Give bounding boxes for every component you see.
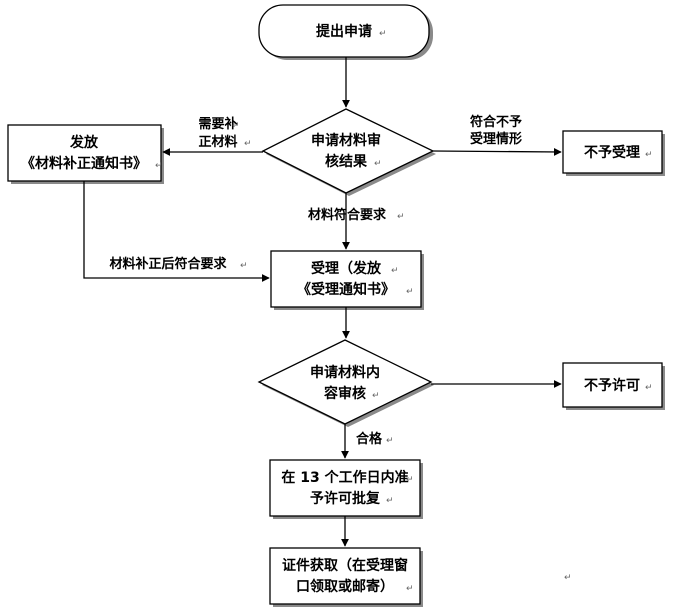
not-permitted-label: 不予许可 — [584, 377, 640, 394]
paragraph-mark: ↵ — [372, 391, 380, 401]
certificate-label-line1: 证件获取（在受理窗 — [282, 557, 408, 574]
not-permitted-node: 不予许可 — [562, 362, 665, 410]
edge-label-qualified: 合格 — [356, 431, 383, 447]
paragraph-mark: ↵ — [406, 287, 414, 297]
approve-node: 在 13 个工作日内准 予许可批复 — [269, 459, 423, 519]
accept-label-line1: 受理（发放 — [311, 260, 382, 277]
paragraph-mark: ↵ — [379, 29, 387, 39]
paragraph-mark: ↵ — [645, 383, 653, 393]
review-materials-label-line2: 核结果 — [325, 153, 368, 170]
content-review-decision: 申请材料内 容审核 — [257, 339, 434, 427]
start-node: 提出申请 — [258, 4, 433, 60]
certificate-label-line2: 口领取或邮寄） — [296, 578, 394, 595]
correction-notice-label-line1: 发放 — [69, 134, 99, 151]
review-materials-label-line1: 申请材料审 — [311, 132, 381, 149]
paragraph-mark: ↵ — [155, 161, 163, 171]
edge-label-rejection-line2: 受理情形 — [470, 131, 522, 147]
edge-correction-to-accept — [83, 181, 270, 282]
accept-node: 受理（发放 《受理通知书》 — [270, 250, 424, 310]
not-accepted-node: 不予受理 — [562, 130, 665, 176]
edge-label-corrected-ok: 材料补正后符合要求 — [109, 256, 227, 272]
paragraph-mark: ↵ — [232, 121, 240, 131]
paragraph-mark: ↵ — [406, 475, 414, 485]
edge-label-needs-correction-line2: 正材料 — [198, 134, 237, 150]
paragraph-mark: ↵ — [397, 212, 405, 222]
paragraph-mark: ↵ — [406, 584, 414, 594]
review-materials-decision: 申请材料审 核结果 — [261, 108, 436, 196]
content-review-label-line2: 容审核 — [323, 385, 366, 402]
paragraph-mark: ↵ — [244, 139, 252, 149]
correction-notice-node: 发放 《材料补正通知书》 — [7, 124, 164, 184]
paragraph-mark: ↵ — [374, 159, 382, 169]
approve-label-line2: 予许可批复 — [310, 490, 381, 507]
correction-notice-label-line2: 《材料补正通知书》 — [21, 155, 147, 172]
edge-label-needs-correction-line1: 需要补 — [198, 116, 237, 132]
edge-review-to-not-accepted — [432, 147, 562, 156]
approve-label-line1: 在 13 个工作日内准 — [281, 469, 408, 486]
paragraph-mark: ↵ — [391, 266, 399, 276]
content-review-label-line1: 申请材料内 — [310, 364, 380, 381]
not-accepted-label: 不予受理 — [584, 144, 640, 161]
paragraph-mark: ↵ — [240, 261, 248, 271]
paragraph-mark: ↵ — [645, 150, 653, 160]
paragraph-mark: ↵ — [386, 496, 394, 506]
certificate-node: 证件获取（在受理窗 口领取或邮寄） — [269, 547, 423, 607]
accept-label-line2: 《受理通知书》 — [297, 281, 395, 298]
paragraph-mark: ↵ — [564, 573, 572, 583]
start-label: 提出申请 — [316, 23, 372, 40]
edge-label-materials-ok: 材料符合要求 — [308, 207, 387, 223]
paragraph-mark: ↵ — [386, 436, 394, 446]
edge-label-rejection-line1: 符合不予 — [470, 114, 522, 130]
